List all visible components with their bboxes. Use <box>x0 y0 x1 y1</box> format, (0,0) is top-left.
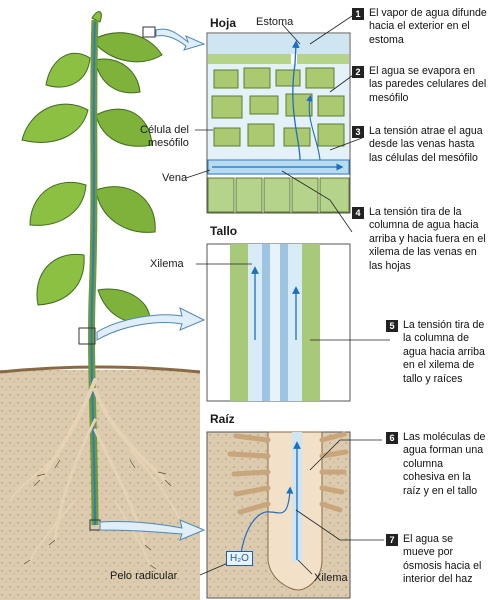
step-callout-7: 7 El agua se mueve por ósmosis hacia el … <box>386 532 490 588</box>
plant-leaves <box>21 11 163 323</box>
leaf-callout-box <box>142 26 156 38</box>
step-number-badge: 6 <box>386 432 398 444</box>
step-callout-2: 2 El agua se evapora en las paredes celu… <box>352 64 490 107</box>
step-number-badge: 4 <box>352 207 364 219</box>
label-xylem-stem: Xilema <box>150 258 184 270</box>
section-title-stem: Tallo <box>210 224 238 238</box>
step-callout-1: 1 El vapor de agua difunde hacia el exte… <box>352 6 490 49</box>
step-text: El vapor de agua difunde hacia el exteri… <box>366 6 490 49</box>
step-number-badge: 7 <box>386 534 398 546</box>
label-water-formula: H₂O <box>226 551 253 566</box>
step-text: El agua se mueve por ósmosis hacia el in… <box>400 532 490 588</box>
step-text: La tensión tira de la columna de agua ha… <box>400 318 490 388</box>
step-number-badge: 2 <box>352 66 364 78</box>
step-callout-5: 5 La tensión tira de la columna de agua … <box>386 318 490 388</box>
step-number-badge: 3 <box>352 126 364 138</box>
soil-area <box>0 365 201 600</box>
label-vein: Vena <box>162 172 188 184</box>
root-panel <box>206 431 351 599</box>
step-number-badge: 1 <box>352 8 364 20</box>
stem-callout-box <box>78 327 96 345</box>
label-mesophyll-cell: Célula del mesófilo <box>140 124 189 149</box>
step-text: La tensión tira de la columna de agua ha… <box>366 205 490 275</box>
step-number-badge: 5 <box>386 320 398 332</box>
callout-arrows <box>96 28 206 541</box>
label-root-hair: Pelo radicular <box>110 570 178 582</box>
step-text: La tensión atrae el agua desde las venas… <box>366 124 490 167</box>
step-callout-4: 4 La tensión tira de la columna de agua … <box>352 205 490 275</box>
leaf-panel <box>206 32 351 214</box>
plant-roots <box>9 378 181 566</box>
section-title-leaf: Hoja <box>210 16 237 30</box>
label-stoma: Estoma <box>256 16 294 28</box>
section-title-root: Raíz <box>210 412 235 426</box>
step-callout-3: 3 La tensión atrae el agua desde las ven… <box>352 124 490 167</box>
plant-stem <box>88 19 99 526</box>
step-callout-6: 6 Las moléculas de agua forman una colum… <box>386 430 490 500</box>
root-fine-hairs <box>23 459 172 570</box>
stem-panel <box>206 243 351 402</box>
label-xylem-root: Xilema <box>314 572 348 584</box>
step-text: El agua se evapora en las paredes celula… <box>366 64 490 107</box>
step-text: Las moléculas de agua forman una columna… <box>400 430 490 500</box>
